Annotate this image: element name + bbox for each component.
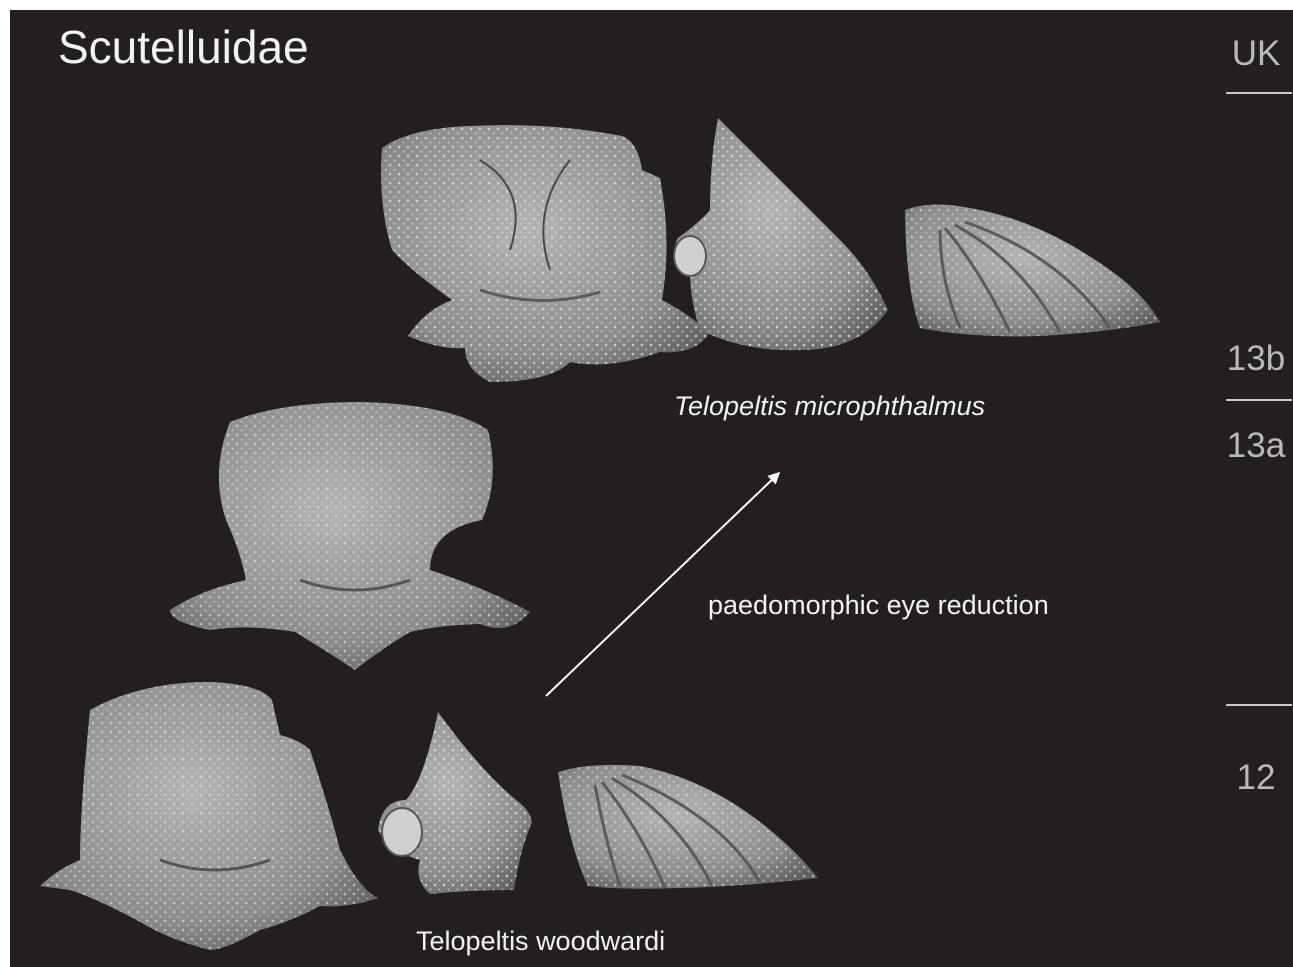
- zone-divider: [1226, 92, 1292, 94]
- annotation-eye-reduction: paedomorphic eye reduction: [708, 592, 1049, 619]
- middle-cranidium: [170, 402, 530, 670]
- species-label-microphthalmus: Telopeltis microphthalmus: [674, 393, 985, 420]
- zone-label-uk: UK: [1216, 36, 1293, 71]
- upper-pygidium: [905, 204, 1160, 336]
- zone-label-13b: 13b: [1216, 341, 1293, 376]
- zone-label-13a: 13a: [1216, 428, 1293, 463]
- evolution-arrow: [546, 474, 778, 696]
- zone-label-12: 12: [1216, 760, 1293, 795]
- fossil-illustrations: [10, 10, 1293, 967]
- upper-librigena: [674, 118, 888, 350]
- lower-pygidium: [558, 765, 818, 889]
- figure-title: Scutelluidae: [58, 24, 309, 70]
- figure-panel: Scutelluidae UK 13b 13a 12 Telopeltis mi…: [10, 10, 1293, 967]
- zone-divider: [1226, 399, 1292, 401]
- lower-librigena: [378, 712, 532, 894]
- species-label-woodwardi: Telopeltis woodwardi: [416, 928, 665, 955]
- lower-cranidium: [40, 682, 378, 950]
- zone-divider: [1226, 704, 1292, 706]
- upper-cranidium: [381, 125, 710, 382]
